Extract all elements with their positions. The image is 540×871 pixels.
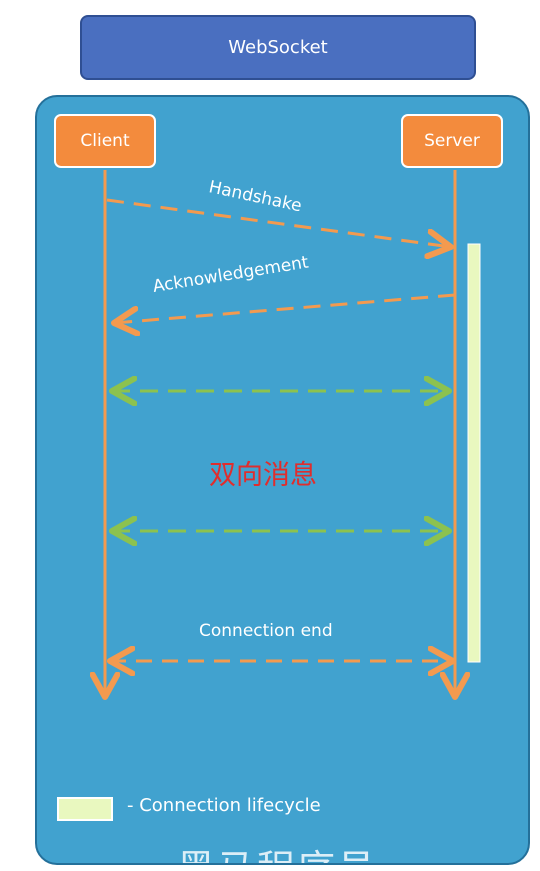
connection-lifecycle-bar — [467, 243, 481, 663]
lifecycle-legend-swatch — [57, 797, 113, 821]
bidirectional-messages-label: 双向消息 — [209, 460, 317, 491]
watermark: 黑马程序员 — [177, 838, 377, 863]
handshake-arrow — [106, 198, 451, 247]
connection-end-label: Connection end — [199, 621, 333, 641]
client-box: Client — [54, 114, 156, 168]
acknowledgement-arrow — [114, 293, 456, 323]
lifecycle-legend-label: - Connection lifecycle — [127, 795, 321, 816]
sequence-diagram-svg — [37, 170, 481, 865]
sequence-panel: Client Server Handshake Acknowledgement … — [35, 95, 530, 865]
server-box: Server — [401, 114, 503, 168]
diagram-title: WebSocket — [80, 15, 476, 80]
